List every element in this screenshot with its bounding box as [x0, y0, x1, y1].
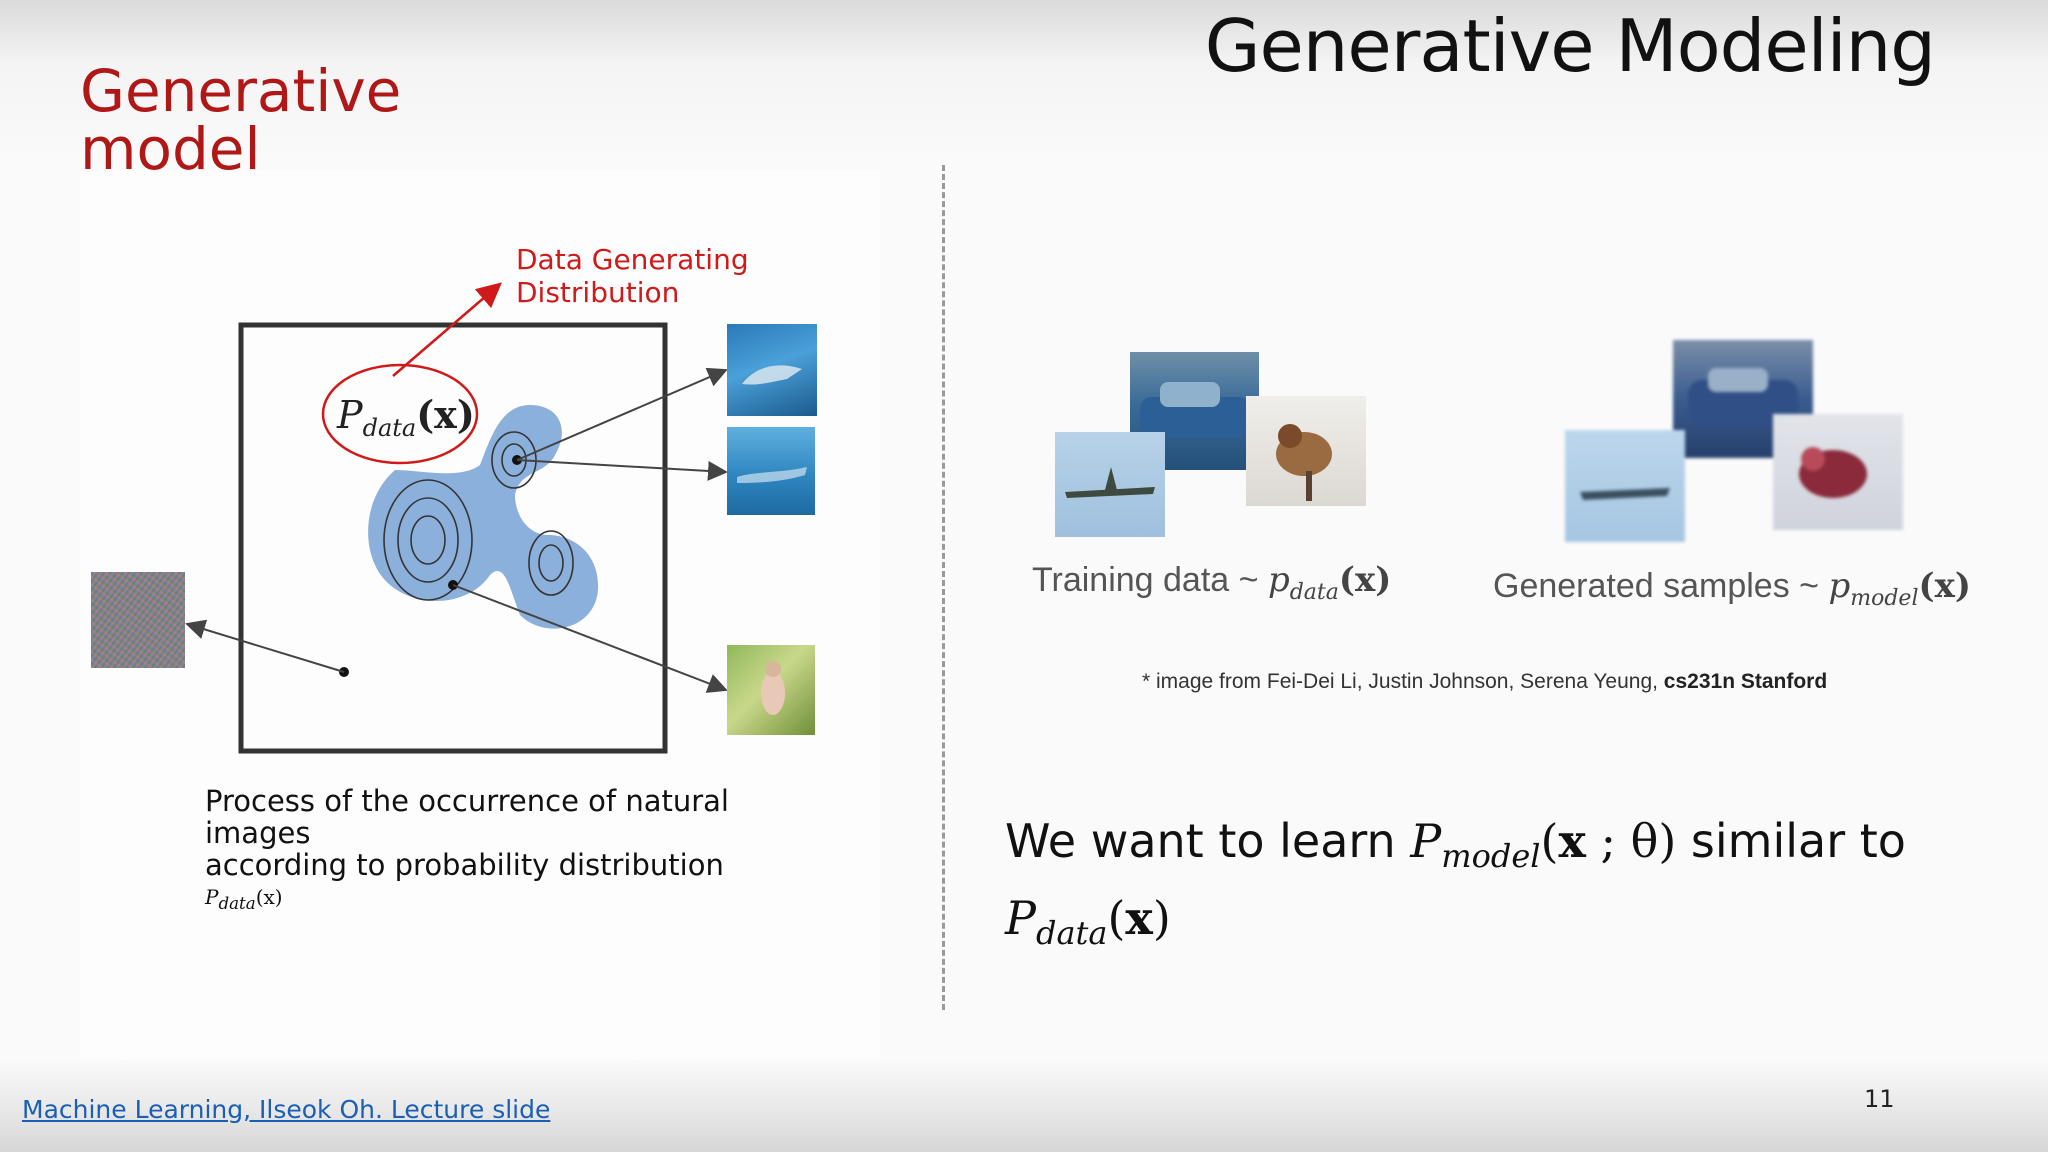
section-title-line2: model — [80, 115, 261, 183]
slide-header-band — [0, 0, 2048, 160]
density-label: Pdata(x) — [336, 392, 475, 442]
image-credit: * image from Fei-Dei Li, Justin Johnson,… — [1142, 670, 1828, 693]
generated-bird-image — [1773, 414, 1903, 530]
page-number: 11 — [1864, 1085, 1895, 1113]
arrow-to-image — [516, 367, 728, 461]
caption-line1: Process of the occurrence of natural — [205, 784, 729, 818]
generated-airplane-image — [1565, 430, 1685, 542]
annotation-label-line1: Data Generating — [516, 243, 749, 276]
slide-title: Generative Modeling — [1204, 4, 1936, 88]
data-distribution-symbol: P — [1005, 891, 1036, 946]
caption-line3: according to probability distribution — [205, 848, 724, 882]
arrow-to-image — [516, 459, 728, 481]
annotation-label-line2: Distribution — [516, 276, 679, 309]
girl-garden-image — [727, 645, 815, 735]
annotation-label: Data Generating Distribution — [516, 243, 758, 309]
diagram-caption: Process of the occurrence of natural ima… — [205, 785, 765, 920]
caption-math: Pdata(x) — [205, 885, 283, 913]
contour-line — [383, 479, 473, 601]
learning-goal-text: We want to learn Pmodel(x ; θ) similar t… — [1005, 814, 1906, 953]
contour-line — [528, 530, 574, 596]
swimmer-image — [727, 427, 815, 515]
generated-samples-label: Generated samples ~ pmodel(x) — [1493, 566, 1971, 611]
training-bird-image — [1246, 396, 1366, 506]
arrow-to-noise — [185, 619, 345, 673]
model-distribution-symbol: P — [1410, 814, 1442, 868]
diagram-panel — [80, 170, 880, 1060]
center-divider — [942, 165, 945, 1010]
underwater-image — [727, 324, 817, 416]
slide-footer-band — [0, 1060, 2048, 1152]
contour-line — [491, 431, 537, 489]
noise-image — [91, 572, 185, 668]
caption-line2: images — [205, 816, 311, 850]
section-title-line1: Generative — [80, 57, 402, 125]
highlight-circle — [321, 363, 479, 465]
training-data-label: Training data ~ pdata(x) — [1032, 560, 1392, 605]
annotation-arrow — [392, 282, 502, 377]
distribution-diagram: Pdata(x) Data Generating Distribution — [185, 243, 758, 754]
contour-line — [397, 497, 459, 583]
training-airplane-image — [1055, 432, 1165, 537]
arrow-to-image — [452, 584, 728, 693]
contour-line — [538, 544, 564, 582]
source-link[interactable]: Machine Learning, Ilseok Oh. Lecture sli… — [22, 1095, 551, 1124]
contour-line — [410, 515, 446, 565]
section-title: Generative model — [80, 62, 401, 178]
